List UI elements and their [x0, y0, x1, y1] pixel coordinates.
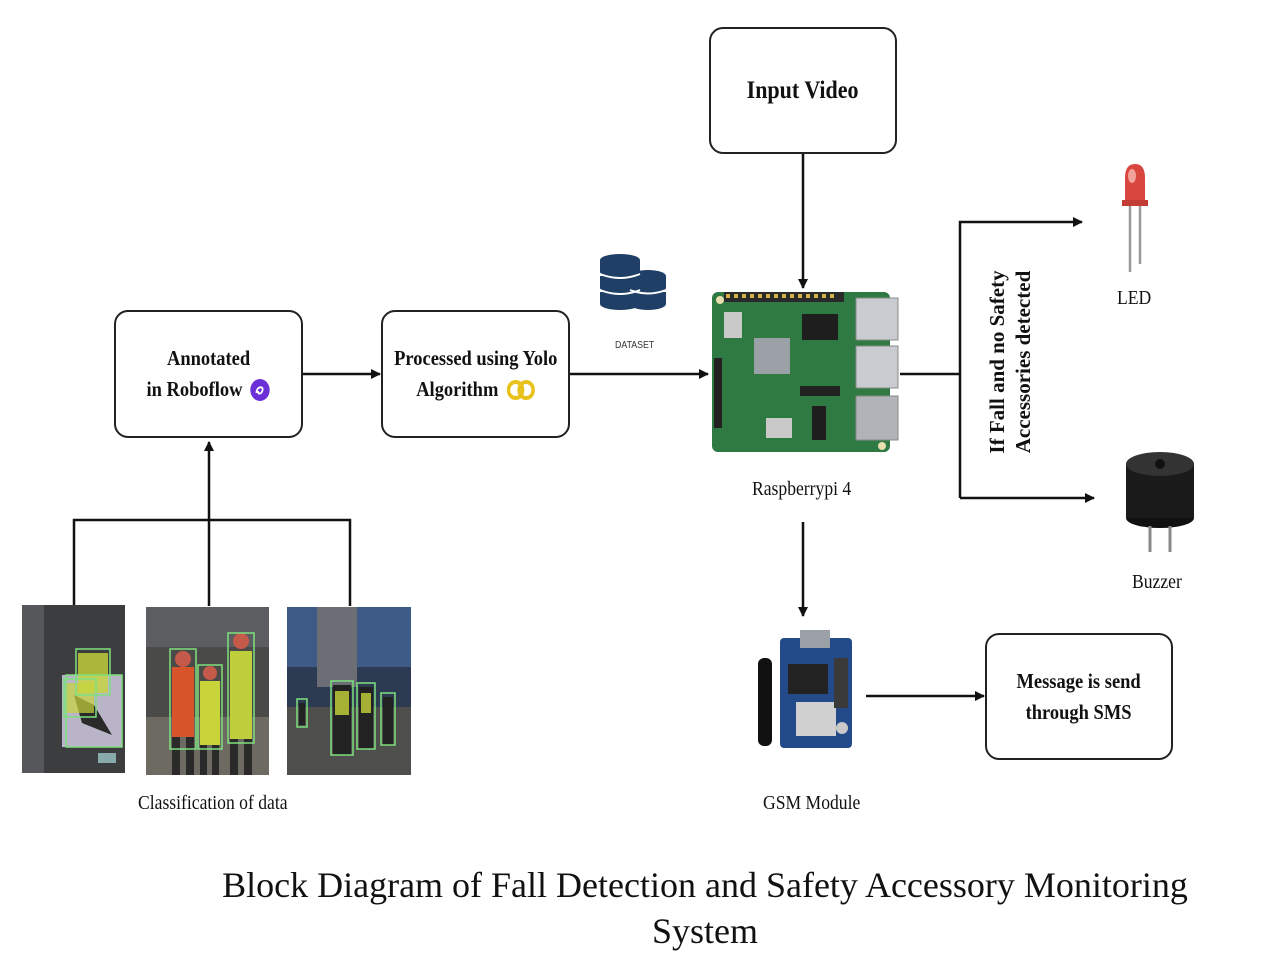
- processed-yolo-box: Processed using Yolo Algorithm: [381, 310, 570, 438]
- led-label: LED: [1117, 287, 1152, 309]
- gsm-module: [758, 630, 852, 748]
- condition-line-1: If Fall and no Safety: [985, 270, 1009, 454]
- annotated-line-1: Annotated: [166, 346, 251, 370]
- classification-image-outdoor: [287, 607, 411, 775]
- gsm-module-label: GSM Module: [763, 792, 861, 814]
- figure-caption: Block Diagram of Fall Detection and Safe…: [222, 865, 1188, 951]
- roboflow-icon: [250, 378, 270, 401]
- classification-image-fall: [22, 605, 125, 773]
- message-sms-box: Message is send through SMS: [985, 633, 1173, 760]
- input-video-box: Input Video: [709, 27, 897, 154]
- led-component: [1122, 164, 1148, 272]
- yolo-icon: [506, 379, 536, 400]
- raspberry-pi-label: Raspberrypi 4: [752, 478, 852, 500]
- message-line-1: Message is send: [1016, 668, 1142, 693]
- edge-classification-left: [72, 518, 352, 606]
- edge-branch-to-led: [958, 217, 1083, 498]
- processed-line-2: Algorithm: [415, 377, 499, 401]
- annotated-line-2: in Roboflow: [146, 377, 243, 401]
- buzzer-label: Buzzer: [1132, 571, 1182, 593]
- classification-image-workers: [146, 607, 269, 775]
- dataset-label: DATASET: [615, 340, 655, 351]
- raspberry-pi-board: [712, 292, 899, 452]
- dataset-icon: [599, 254, 667, 310]
- buzzer-component: [1126, 452, 1194, 552]
- condition-line-2: Accessories detected: [1011, 270, 1035, 454]
- processed-line-1: Processed using Yolo: [393, 346, 558, 370]
- classification-label: Classification of data: [138, 792, 288, 814]
- message-line-2: through SMS: [1026, 699, 1132, 724]
- condition-label: If Fall and no Safety Accessories detect…: [984, 232, 1036, 492]
- annotated-roboflow-box: Annotated in Roboflow: [114, 310, 303, 438]
- input-video-label: Input Video: [747, 77, 859, 104]
